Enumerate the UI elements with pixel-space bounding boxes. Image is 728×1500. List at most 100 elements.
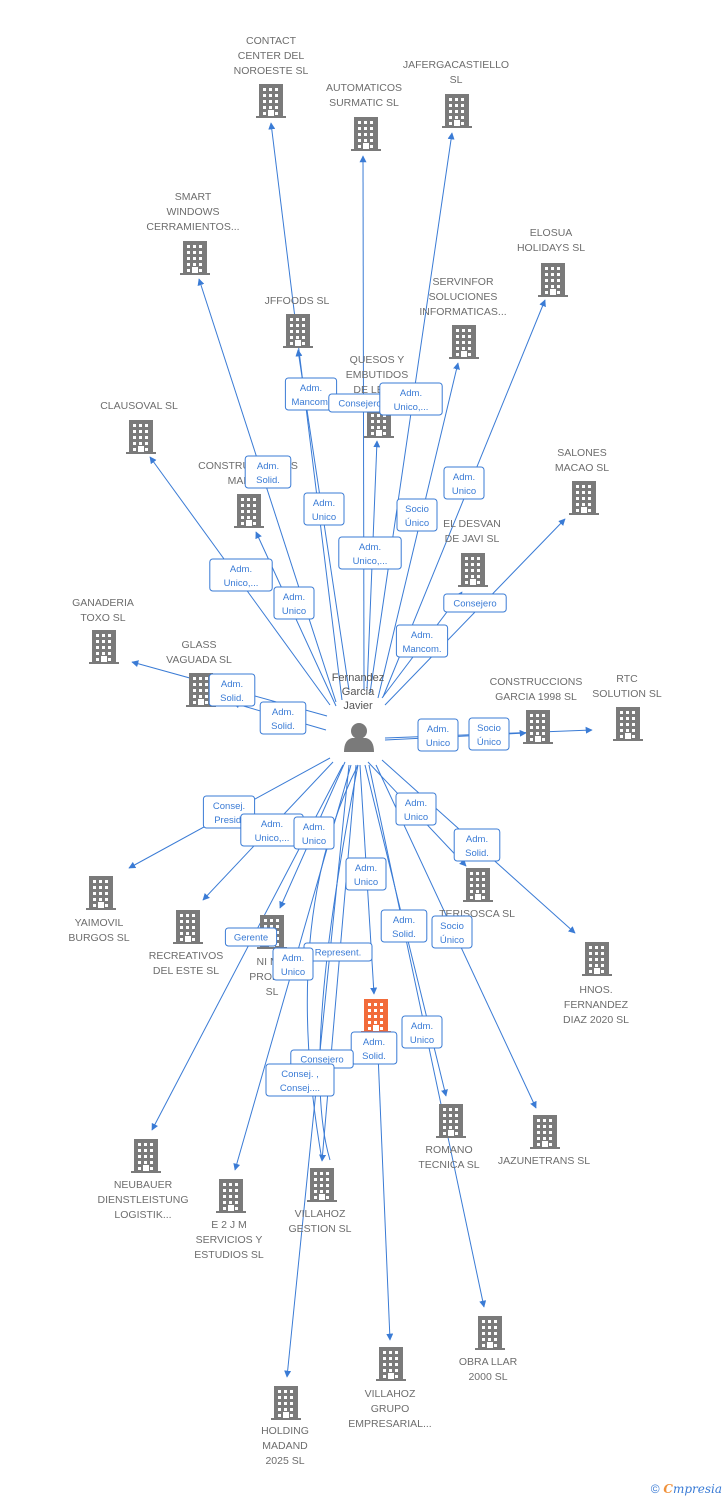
building-icon bbox=[307, 1168, 337, 1202]
building-icon bbox=[449, 325, 479, 359]
svg-text:Adm.Solid.: Adm.Solid. bbox=[392, 915, 416, 940]
svg-text:Adm.Unico: Adm.Unico bbox=[281, 953, 305, 978]
relation-label[interactable]: Adm.Unico bbox=[417, 718, 459, 752]
svg-text:Adm.Unico: Adm.Unico bbox=[282, 592, 306, 617]
company-label-jffoods[interactable]: JFFOODS SL bbox=[265, 295, 330, 307]
building-icon bbox=[530, 1115, 560, 1149]
relation-label[interactable]: Adm.Unico bbox=[401, 1015, 443, 1049]
relation-label[interactable]: Consejero bbox=[443, 593, 507, 613]
building-icon bbox=[283, 314, 313, 348]
relation-label[interactable]: Adm.Solid. bbox=[380, 909, 428, 943]
svg-text:Consejero: Consejero bbox=[300, 1055, 343, 1066]
relation-label[interactable]: Consejero bbox=[328, 393, 392, 413]
relation-label[interactable]: Adm.Solid. bbox=[350, 1031, 398, 1065]
edge-contact bbox=[268, 122, 343, 701]
relation-label[interactable]: Consej. ,Consej.... bbox=[265, 1063, 335, 1097]
building-icon bbox=[173, 910, 203, 944]
relation-label[interactable]: Adm.Mancom. bbox=[284, 377, 338, 411]
building-icon bbox=[475, 1316, 505, 1350]
person-icon bbox=[344, 723, 374, 752]
building-icon bbox=[271, 1386, 301, 1420]
svg-text:Adm.Solid.: Adm.Solid. bbox=[362, 1037, 386, 1062]
brand-footer[interactable]: © Cmpresia bbox=[651, 1482, 722, 1496]
svg-text:Adm.Unico: Adm.Unico bbox=[426, 724, 450, 749]
relation-label[interactable]: Adm.Unico bbox=[303, 492, 345, 526]
building-icon bbox=[463, 868, 493, 902]
building-icon bbox=[361, 999, 391, 1033]
relation-label[interactable]: Adm.Solid. bbox=[244, 455, 292, 489]
edge-extra-1 bbox=[319, 764, 359, 1161]
svg-text:Adm.Unico: Adm.Unico bbox=[404, 798, 428, 823]
company-label-clausoval[interactable]: CLAUSOVAL SL bbox=[100, 400, 178, 412]
relation-label[interactable]: Adm.Mancom. bbox=[395, 624, 449, 658]
relation-label[interactable]: Represent. bbox=[303, 942, 373, 962]
svg-text:Adm.Mancom.: Adm.Mancom. bbox=[291, 383, 330, 408]
svg-text:Gerente: Gerente bbox=[234, 933, 268, 944]
building-icon bbox=[523, 710, 553, 744]
relation-label[interactable]: Adm.Unico,... bbox=[379, 382, 443, 416]
relation-label[interactable]: Adm.Unico,... bbox=[209, 558, 273, 592]
svg-text:Consej. ,Consej....: Consej. ,Consej.... bbox=[280, 1069, 320, 1094]
svg-text:Adm.Unico: Adm.Unico bbox=[410, 1021, 434, 1046]
relation-label[interactable]: Adm.Solid. bbox=[259, 701, 307, 735]
building-icon bbox=[351, 117, 381, 151]
copyright-symbol: © bbox=[650, 1482, 660, 1496]
relation-label[interactable]: Adm.Unico bbox=[293, 816, 335, 850]
svg-text:Adm.Unico,...: Adm.Unico,... bbox=[255, 819, 290, 844]
building-icon bbox=[86, 876, 116, 910]
svg-text:Adm.Solid.: Adm.Solid. bbox=[256, 461, 280, 486]
relation-label[interactable]: Adm.Unico bbox=[395, 792, 437, 826]
relation-label[interactable]: Gerente bbox=[224, 927, 278, 947]
relation-label[interactable]: Adm.Unico bbox=[272, 947, 314, 981]
relation-label[interactable]: Adm.Unico,... bbox=[338, 536, 402, 570]
company-label-jazunetrans[interactable]: JAZUNETRANS SL bbox=[498, 1155, 590, 1167]
relation-label[interactable]: Adm.Unico bbox=[345, 857, 387, 891]
building-icon bbox=[569, 481, 599, 515]
edge-automaticos bbox=[359, 155, 367, 691]
svg-text:Adm.Solid.: Adm.Solid. bbox=[220, 679, 244, 704]
relation-label[interactable]: Adm.Unico bbox=[273, 586, 315, 620]
building-icon bbox=[436, 1104, 466, 1138]
relation-label[interactable]: Adm.Unico bbox=[443, 466, 485, 500]
building-icon bbox=[216, 1179, 246, 1213]
svg-text:Consej.Presid.: Consej.Presid. bbox=[213, 801, 245, 826]
building-icon bbox=[613, 707, 643, 741]
building-icon bbox=[89, 630, 119, 664]
building-icon bbox=[126, 420, 156, 454]
svg-text:Adm.Unico: Adm.Unico bbox=[312, 498, 336, 523]
relation-label[interactable]: Adm.Solid. bbox=[208, 673, 256, 707]
edge-villahoz_grupo bbox=[376, 1029, 394, 1341]
relation-label[interactable]: Adm.Solid. bbox=[453, 828, 501, 862]
svg-text:Adm.Unico,...: Adm.Unico,... bbox=[353, 542, 388, 567]
edge-extra-0 bbox=[306, 764, 359, 1161]
building-icon bbox=[582, 942, 612, 976]
